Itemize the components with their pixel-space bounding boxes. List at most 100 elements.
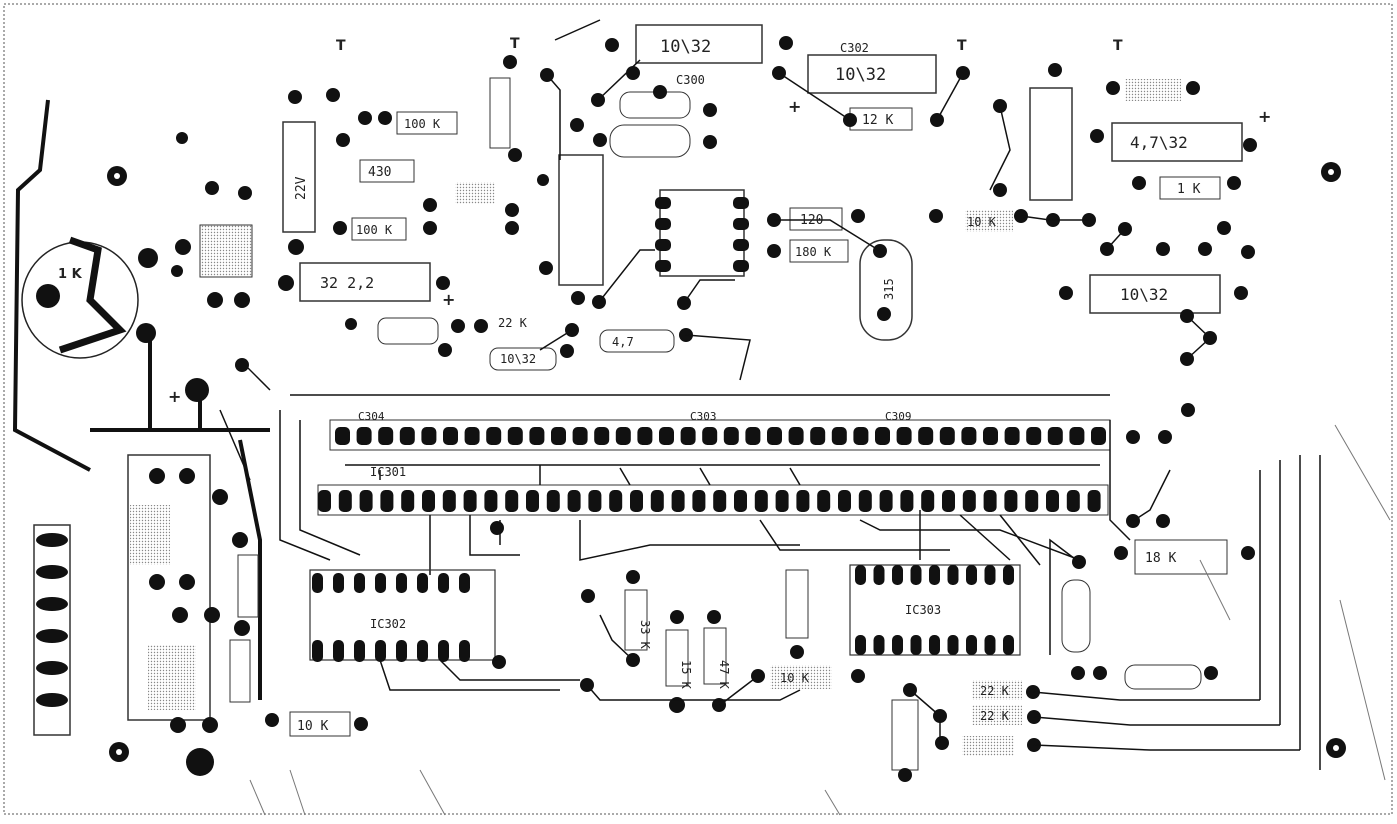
solder-pad (983, 427, 998, 445)
solder-pad (961, 427, 977, 445)
solder-pad (417, 573, 428, 593)
label-t-3: T (957, 38, 967, 54)
solder-pad (966, 635, 977, 655)
left-connector (33, 524, 71, 736)
label-r-120: 120 (800, 213, 823, 228)
solder-pad (588, 490, 602, 512)
solder-pad (900, 490, 914, 512)
solder-pad (1003, 565, 1014, 585)
solder-pad (858, 490, 872, 512)
solder-pad (745, 427, 761, 445)
solder-pad (929, 635, 940, 655)
solder-pad (929, 565, 940, 585)
solder-pad (966, 565, 977, 585)
solder-pad (1091, 427, 1106, 445)
solder-pad (896, 427, 912, 445)
label-c-top1: 10\32 (660, 37, 711, 57)
regulator-block (127, 454, 220, 776)
label-r-10k-tr: 10 K (967, 215, 997, 229)
label-ic-b: IC302 (370, 617, 406, 631)
label-r-12k: 12 K (862, 113, 893, 128)
label-c-mid2: 4,7\32 (1130, 133, 1188, 152)
solder-pad (1047, 427, 1063, 445)
label-bus3: C309 (885, 410, 912, 423)
solder-pad (338, 490, 352, 512)
solder-pad (630, 490, 643, 512)
solder-pad (855, 635, 866, 655)
solder-pad (484, 490, 498, 512)
solder-pad (421, 427, 437, 445)
solder-pad (1004, 427, 1020, 445)
solder-pad (875, 427, 890, 445)
label-t-2: T (510, 36, 520, 52)
labels: 10\32 C302 10\32 C300 12 K 10 K 10 K 1 K… (58, 36, 1271, 734)
solder-pad (526, 490, 539, 512)
label-r-22k: 22 K (498, 316, 528, 330)
solder-pad (615, 427, 631, 445)
solder-pad (947, 635, 959, 655)
solder-pad (335, 427, 350, 445)
top-middle-cluster (345, 19, 970, 381)
label-r-10k-mid: 10 K (780, 671, 810, 685)
label-c-pf: 4,7 (612, 335, 634, 349)
label-r-22k-br1: 22 K (980, 684, 1010, 698)
solder-pad (1046, 490, 1059, 512)
solder-pad (947, 565, 959, 585)
solder-pad (873, 565, 885, 585)
solder-pad (873, 635, 885, 655)
top-left-cluster (136, 55, 554, 731)
solder-pad (671, 490, 685, 512)
solder-pad (680, 427, 696, 445)
solder-pad (1066, 490, 1080, 512)
label-r-22k-br2: 22 K (980, 709, 1010, 723)
solder-pad (1003, 635, 1014, 655)
solder-pad (459, 573, 470, 593)
label-t-1: T (336, 38, 346, 54)
solder-pad (1069, 427, 1085, 445)
solder-pad (546, 490, 560, 512)
solder-pad (396, 640, 407, 662)
solder-pad (422, 490, 435, 512)
solder-pad (939, 427, 955, 445)
solder-pad (333, 573, 344, 593)
solder-pad (788, 427, 804, 445)
label-plus-3: + (788, 97, 801, 116)
label-c-315: 315 (882, 278, 896, 300)
solder-pad (442, 490, 456, 512)
solder-pad (713, 490, 727, 512)
lower-resistors (229, 403, 1321, 782)
label-c-mid3: 10\32 (1120, 285, 1168, 304)
label-r-100k2: 100 K (356, 223, 393, 237)
solder-pad (438, 573, 449, 593)
label-t-4: T (1113, 38, 1123, 54)
label-ic-a: IC301 (370, 465, 406, 479)
solder-pad (984, 635, 996, 655)
solder-pad (734, 490, 747, 512)
label-r-100k: 100 K (404, 117, 441, 131)
label-c-top2: C302 (840, 41, 869, 55)
solder-pad (463, 490, 477, 512)
solder-pad (312, 573, 323, 593)
label-plus-2: + (442, 290, 455, 309)
solder-pad (983, 490, 997, 512)
solder-pad (831, 427, 847, 445)
solder-pad (443, 427, 458, 445)
label-r-33k: 33 K (638, 620, 652, 650)
solder-pad (838, 490, 851, 512)
solder-pad (464, 427, 480, 445)
solder-pad (1004, 490, 1018, 512)
label-plus-1: + (168, 387, 181, 406)
solder-pad (459, 640, 470, 662)
solder-pad (775, 490, 789, 512)
label-ic-c: IC303 (905, 603, 941, 617)
solder-pad (810, 427, 826, 445)
solder-pad (796, 490, 810, 512)
solder-pad (572, 427, 588, 445)
ic-left (309, 569, 496, 662)
solder-pad (594, 427, 610, 445)
solder-pad (637, 427, 653, 445)
solder-pad (356, 427, 372, 445)
solder-pad (401, 490, 415, 512)
solder-pad (375, 573, 386, 593)
